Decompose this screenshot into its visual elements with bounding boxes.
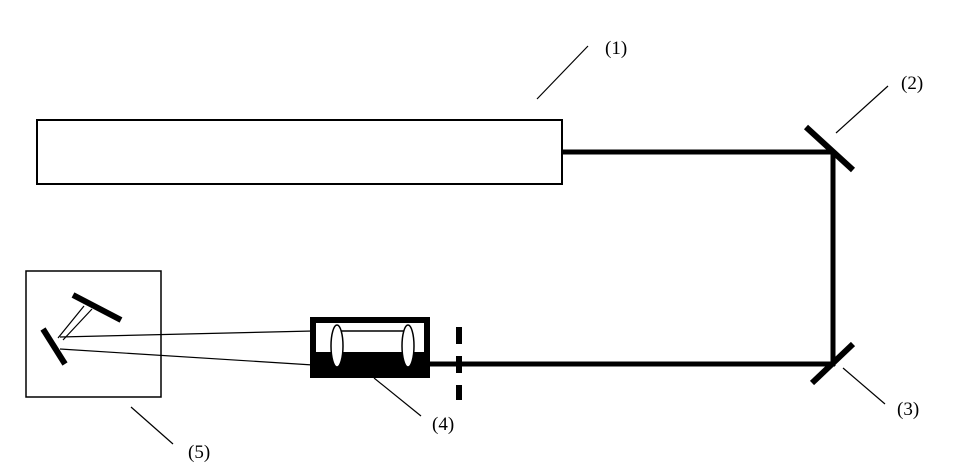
telescope [310,317,430,378]
grating-box [25,270,162,398]
leader-line-4 [373,377,422,417]
label-5: (5) [188,442,210,463]
thin-beam-v-b [62,308,93,341]
thin-beam-upper [59,330,314,338]
leader-line-5 [130,406,174,445]
label-2: (2) [901,73,923,94]
label-1: (1) [605,38,627,59]
telescope-lens-left [330,324,344,368]
thin-beam-lower [59,348,314,366]
mirror-2 [803,124,856,173]
leader-line-1 [536,45,589,100]
leader-line-2 [835,85,889,134]
grating-element-2 [71,292,123,323]
label-4: (4) [432,414,454,435]
thin-beam-v-a [57,305,85,339]
label-3: (3) [897,399,919,420]
leader-line-3 [842,367,886,405]
grating-element-1 [40,327,68,366]
mirror-3 [809,341,856,386]
telescope-lens-right [401,324,415,368]
laser-body [36,119,563,185]
